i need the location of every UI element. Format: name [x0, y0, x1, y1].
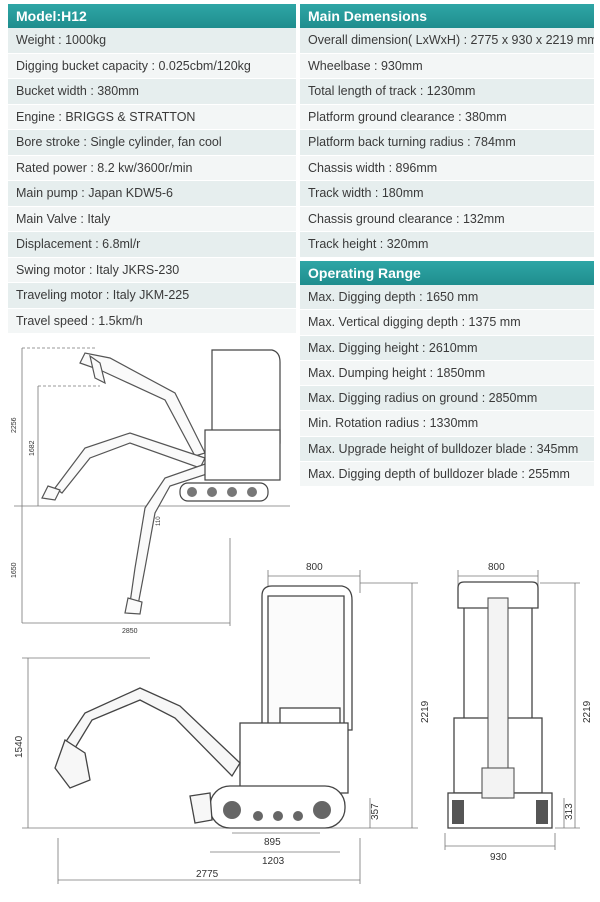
- main-dimensions-row: Overall dimension( LxWxH) : 2775 x 930 x…: [300, 28, 594, 54]
- front-clearance-label: 313: [564, 803, 575, 820]
- side-clearance-label: 357: [370, 803, 381, 820]
- machine-spec-row: Rated power : 8.2 kw/3600r/min: [8, 155, 296, 181]
- machine-spec-row: Digging bucket capacity : 0.025cbm/120kg: [8, 53, 296, 79]
- side-track-total-label: 1203: [262, 856, 285, 867]
- main-dimensions-row: Chassis ground clearance : 132mm: [300, 206, 594, 232]
- dim-depth-label: 1650: [11, 562, 18, 578]
- operating-range-row: Max. Upgrade height of bulldozer blade :…: [300, 436, 594, 463]
- machine-spec-row: Main Valve : Italy: [8, 206, 296, 232]
- main-dimensions-row: Platform ground clearance : 380mm: [300, 104, 594, 130]
- machine-spec-row: Bucket width : 380mm: [8, 79, 296, 105]
- machine-spec-row: Travel speed : 1.5km/h: [8, 308, 296, 334]
- working-range-diagram: 2256 1682 1650 2850 110: [11, 347, 290, 635]
- operating-range-row: Max. Digging radius on ground : 2850mm: [300, 386, 594, 412]
- side-track-label: 895: [264, 837, 281, 848]
- dim-dump-label: 1682: [29, 440, 36, 456]
- operating-range-row: Max. Digging depth of bulldozer blade : …: [300, 462, 594, 488]
- machine-spec-row: Main pump : Japan KDW5-6: [8, 181, 296, 207]
- side-height-label: 2219: [420, 700, 431, 723]
- front-width-label: 930: [490, 852, 507, 863]
- main-dimensions-row: Wheelbase : 930mm: [300, 53, 594, 79]
- dim-radius-label: 2850: [122, 628, 138, 635]
- machine-spec-row: Engine : BRIGGS & STRATTON: [8, 104, 296, 130]
- side-arm-height-label: 1540: [14, 735, 25, 758]
- side-view-drawing: 800 2219 1540 357 895 1203 2775: [14, 562, 431, 884]
- front-view-drawing: 800 2219 313 930: [444, 562, 593, 863]
- front-top-width-label: 800: [488, 562, 505, 573]
- operating-range-panel: Operating Range Max. Digging depth : 165…: [300, 261, 594, 488]
- main-dimensions-row: Track width : 180mm: [300, 181, 594, 207]
- model-header: Model:H12: [8, 4, 296, 28]
- dim-height-label: 2256: [11, 417, 18, 433]
- front-height-label: 2219: [582, 700, 593, 723]
- operating-range-row: Max. Dumping height : 1850mm: [300, 360, 594, 387]
- main-dimensions-row: Chassis width : 896mm: [300, 155, 594, 181]
- main-dimensions-row: Total length of track : 1230mm: [300, 79, 594, 105]
- machine-spec-row: Traveling motor : Italy JKM-225: [8, 283, 296, 309]
- main-dimensions-row: Platform back turning radius : 784mm: [300, 130, 594, 156]
- operating-range-row: Min. Rotation radius : 1330mm: [300, 411, 594, 437]
- operating-range-row: Max. Digging depth : 1650 mm: [300, 285, 594, 311]
- main-dimensions-rows: Overall dimension( LxWxH) : 2775 x 930 x…: [300, 28, 594, 258]
- main-dimensions-row: Track height : 320mm: [300, 232, 594, 258]
- side-top-width-label: 800: [306, 562, 323, 573]
- operating-range-header: Operating Range: [300, 261, 594, 285]
- main-dimensions-header: Main Demensions: [300, 4, 594, 28]
- machine-spec-row: Swing motor : Italy JKRS-230: [8, 257, 296, 283]
- machine-spec-row: Weight : 1000kg: [8, 28, 296, 54]
- side-length-label: 2775: [196, 869, 219, 880]
- operating-range-row: Max. Digging height : 2610mm: [300, 335, 594, 361]
- main-dimensions-panel: Main Demensions Overall dimension( LxWxH…: [300, 4, 594, 258]
- dim-blade-label: 110: [156, 516, 162, 526]
- operating-range-row: Max. Vertical digging depth : 1375 mm: [300, 310, 594, 336]
- machine-spec-row: Bore stroke : Single cylinder, fan cool: [8, 130, 296, 156]
- machine-spec-row: Displacement : 6.8ml/r: [8, 232, 296, 258]
